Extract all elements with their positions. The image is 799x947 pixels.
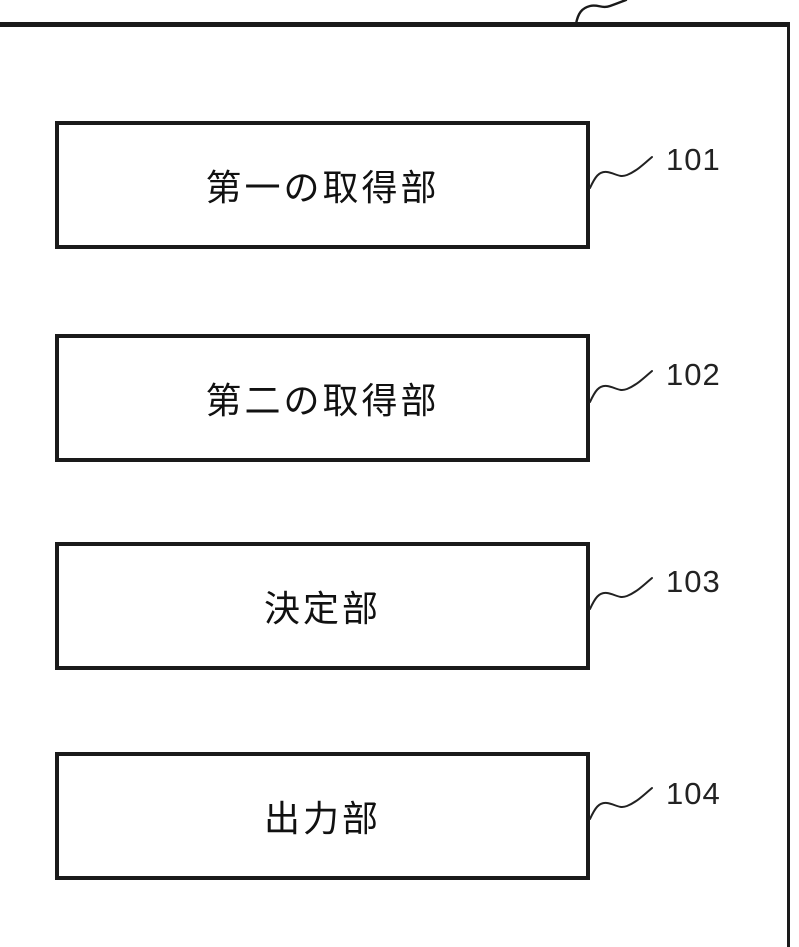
leader-squiggle-icon [589, 577, 653, 610]
block-label: 決定部 [263, 588, 381, 629]
leader-squiggle-icon [589, 156, 653, 189]
block-first-acquisition-unit: 第一の取得部 [55, 121, 590, 249]
leader-squiggle-icon [589, 370, 653, 403]
block-second-acquisition-unit: 第二の取得部 [55, 334, 590, 462]
block-label: 出力部 [263, 798, 381, 839]
ref-number: 103 [666, 564, 721, 599]
device-outline-frame [0, 22, 790, 947]
block-label: 第一の取得部 [205, 167, 440, 208]
block-output-unit: 出力部 [55, 752, 590, 880]
block-label: 第二の取得部 [205, 380, 440, 421]
ref-number: 102 [666, 357, 721, 392]
ref-number: 104 [666, 776, 721, 811]
ref-number: 101 [666, 142, 721, 177]
leader-squiggle-icon [589, 787, 653, 820]
block-determination-unit: 決定部 [55, 542, 590, 670]
outline-leader-squiggle-icon [574, 0, 628, 24]
